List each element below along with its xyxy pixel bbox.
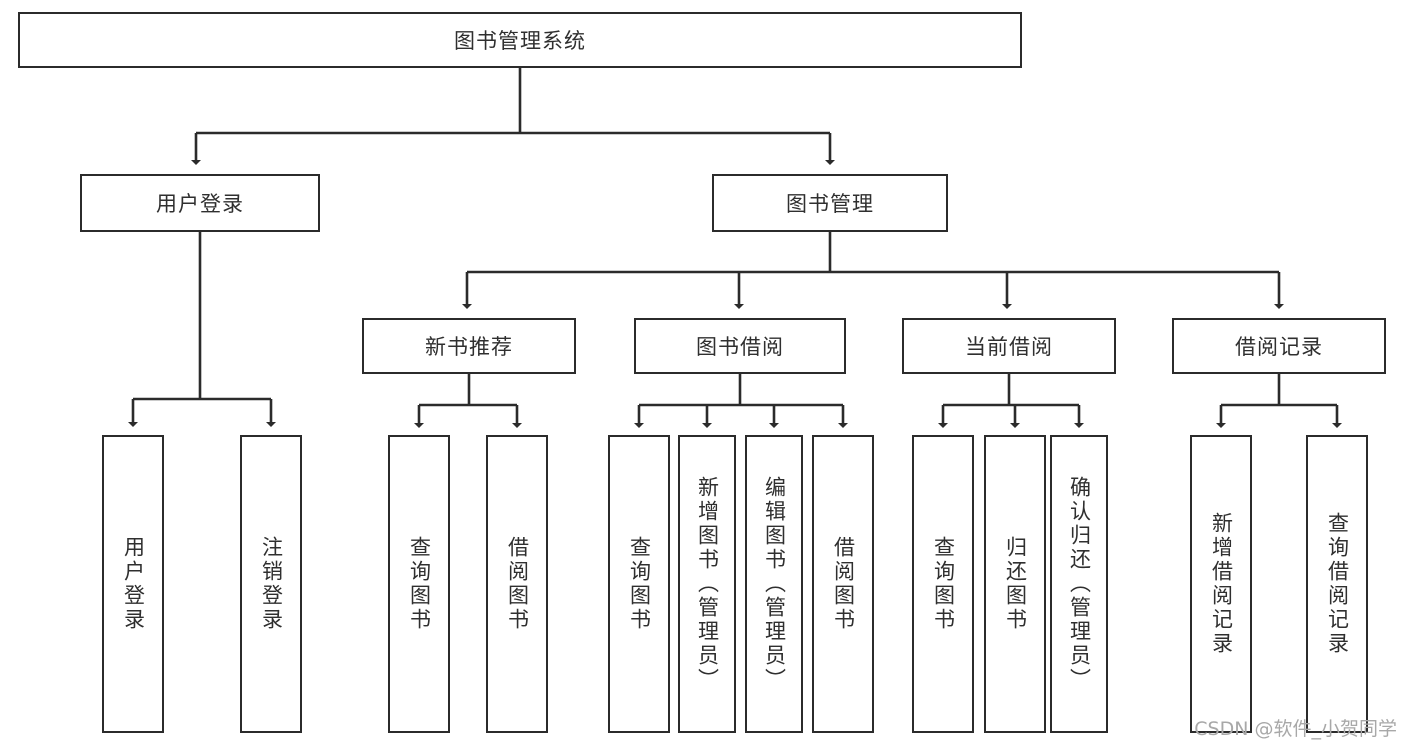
node-book-borrow[interactable]: 图书借阅 <box>634 318 846 374</box>
node-leaf-borrow-book-1[interactable]: 借阅图书 <box>486 435 548 733</box>
node-current-borrow-label: 当前借阅 <box>965 335 1053 359</box>
node-borrow-record-label: 借阅记录 <box>1235 335 1323 359</box>
node-leaf-edit-book-admin-label: 编辑图书（管理员） <box>762 476 787 692</box>
node-root[interactable]: 图书管理系统 <box>18 12 1022 68</box>
node-new-book-recommend-label: 新书推荐 <box>425 335 513 359</box>
node-leaf-add-borrow-record-label: 新增借阅记录 <box>1209 512 1234 656</box>
node-root-label: 图书管理系统 <box>454 29 586 53</box>
node-leaf-query-book-1[interactable]: 查询图书 <box>388 435 450 733</box>
node-leaf-query-book-3-label: 查询图书 <box>931 536 956 632</box>
node-current-borrow[interactable]: 当前借阅 <box>902 318 1116 374</box>
node-leaf-borrow-book-2-label: 借阅图书 <box>831 536 856 632</box>
node-user-login-label: 用户登录 <box>156 192 244 216</box>
node-leaf-add-borrow-record[interactable]: 新增借阅记录 <box>1190 435 1252 733</box>
node-leaf-edit-book-admin[interactable]: 编辑图书（管理员） <box>745 435 803 733</box>
node-borrow-record[interactable]: 借阅记录 <box>1172 318 1386 374</box>
node-leaf-user-login-label: 用户登录 <box>121 536 146 632</box>
node-new-book-recommend[interactable]: 新书推荐 <box>362 318 576 374</box>
node-leaf-user-login[interactable]: 用户登录 <box>102 435 164 733</box>
node-book-manage-label: 图书管理 <box>786 192 874 216</box>
node-leaf-return-book[interactable]: 归还图书 <box>984 435 1046 733</box>
node-leaf-query-book-2[interactable]: 查询图书 <box>608 435 670 733</box>
node-book-borrow-label: 图书借阅 <box>696 335 784 359</box>
node-book-manage[interactable]: 图书管理 <box>712 174 948 232</box>
node-leaf-add-book-admin[interactable]: 新增图书（管理员） <box>678 435 736 733</box>
node-user-login[interactable]: 用户登录 <box>80 174 320 232</box>
node-leaf-add-book-admin-label: 新增图书（管理员） <box>695 476 720 692</box>
node-leaf-query-borrow-record-label: 查询借阅记录 <box>1325 512 1350 656</box>
node-leaf-query-book-3[interactable]: 查询图书 <box>912 435 974 733</box>
node-leaf-borrow-book-1-label: 借阅图书 <box>505 536 530 632</box>
node-leaf-query-borrow-record[interactable]: 查询借阅记录 <box>1306 435 1368 733</box>
node-leaf-logout[interactable]: 注销登录 <box>240 435 302 733</box>
node-leaf-confirm-return-admin[interactable]: 确认归还（管理员） <box>1050 435 1108 733</box>
node-leaf-return-book-label: 归还图书 <box>1003 536 1028 632</box>
node-leaf-confirm-return-admin-label: 确认归还（管理员） <box>1067 476 1092 692</box>
node-leaf-query-book-2-label: 查询图书 <box>627 536 652 632</box>
node-leaf-logout-label: 注销登录 <box>259 536 284 632</box>
node-leaf-query-book-1-label: 查询图书 <box>407 536 432 632</box>
node-leaf-borrow-book-2[interactable]: 借阅图书 <box>812 435 874 733</box>
